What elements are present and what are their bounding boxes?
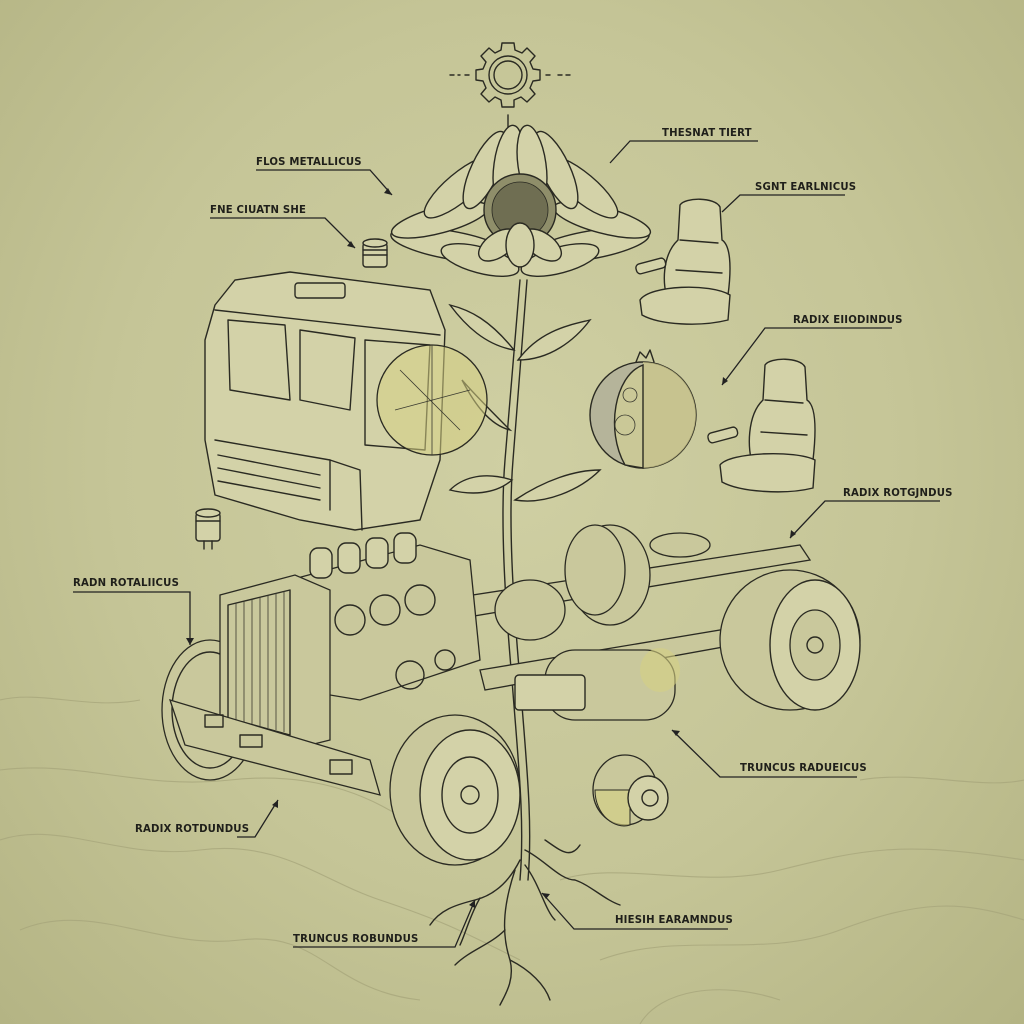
- label-radix-rotdundus: RADIX ROTDUNDUS: [135, 822, 250, 835]
- label-fne-ciuatn-she: FNE CIUATN SHE: [210, 203, 307, 216]
- label-thesnat-tiert: THESNAT TIERT: [662, 126, 752, 139]
- front-bumper: [168, 699, 381, 796]
- truck-cab: [204, 271, 488, 531]
- leader-lines: [73, 140, 940, 948]
- roots: [429, 839, 621, 1006]
- label-truncus-robundus: TRUNCUS ROBUNDUS: [293, 932, 419, 945]
- label-truncus-radueicus: TRUNCUS RADUEICUS: [740, 761, 867, 774]
- label-radix-eiiodindus: RADIX EIIODINDUS: [793, 313, 903, 326]
- label-flos-metallicus: FLOS METALLICUS: [256, 155, 362, 168]
- label-hiesih-earamndus: HIESIH EARAMNDUS: [615, 913, 733, 926]
- cutaway-sphere: [589, 349, 697, 469]
- rear-wheel: [719, 569, 861, 711]
- front-wheel-right: [389, 714, 521, 866]
- label-sgnt-earlnicus: SGNT EARLNICUS: [755, 180, 857, 193]
- label-radix-rotgjndus: RADIX ROTGJNDUS: [843, 486, 953, 499]
- seat-upper: [635, 198, 731, 325]
- seat-lower: [707, 358, 816, 493]
- terrain-contours: [0, 696, 1024, 1024]
- flower-stem: [448, 279, 602, 881]
- piston-top: [362, 238, 388, 268]
- engine-block: [289, 532, 481, 701]
- leader-arrowheads: [186, 188, 796, 908]
- label-radn-rotaliicus: RADN ROTALIICUS: [73, 576, 180, 589]
- gear-icon: [449, 42, 571, 138]
- flower-head: [390, 124, 652, 277]
- wheel-hub-part: [592, 754, 669, 827]
- piston-left: [195, 508, 221, 550]
